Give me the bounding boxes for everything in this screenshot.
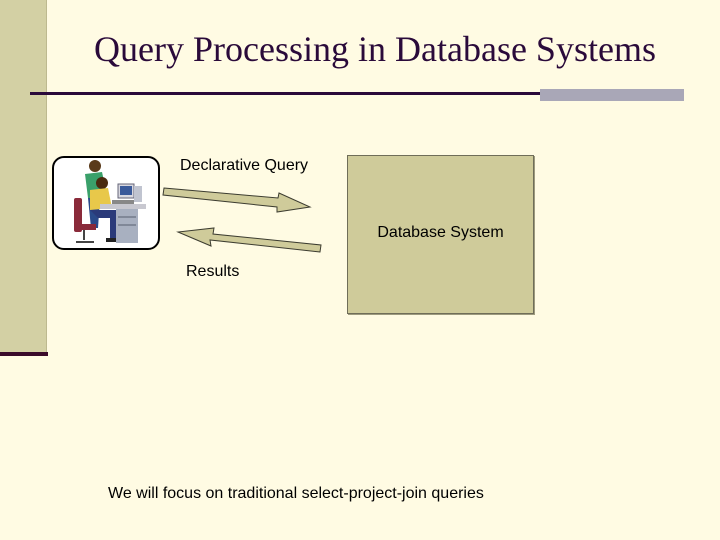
user-clipart-frame xyxy=(52,156,160,250)
left-sidebar-band xyxy=(0,0,47,352)
left-sidebar-accent xyxy=(0,352,48,356)
database-system-label: Database System xyxy=(377,224,504,241)
request-arrow xyxy=(162,187,312,213)
database-system-box: Database System xyxy=(347,155,534,314)
slide-title: Query Processing in Database Systems xyxy=(94,29,656,69)
response-arrow xyxy=(176,227,322,253)
results-label: Results xyxy=(186,263,240,280)
title-underline-accent xyxy=(540,89,684,101)
slide-footer-note: We will focus on traditional select-proj… xyxy=(108,485,484,502)
declarative-query-label: Declarative Query xyxy=(180,157,309,174)
title-underline xyxy=(30,92,540,95)
person-at-computer-icon xyxy=(74,160,146,243)
